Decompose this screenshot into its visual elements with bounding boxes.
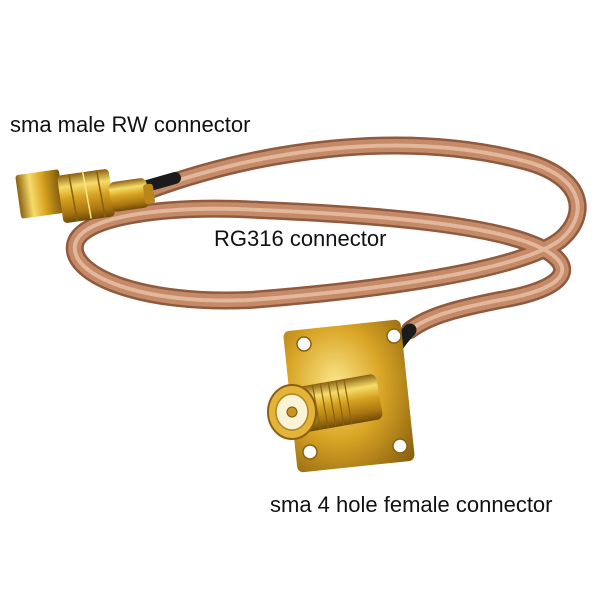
rg316-cable <box>65 136 587 339</box>
female-connector-label: sma 4 hole female connector <box>270 492 553 517</box>
male-connector-label: sma male RW connector <box>10 112 251 137</box>
cable-label: RG316 connector <box>214 226 387 251</box>
sma-4-hole-female-connector <box>267 319 415 473</box>
sma-male-rw-connector <box>15 169 155 223</box>
